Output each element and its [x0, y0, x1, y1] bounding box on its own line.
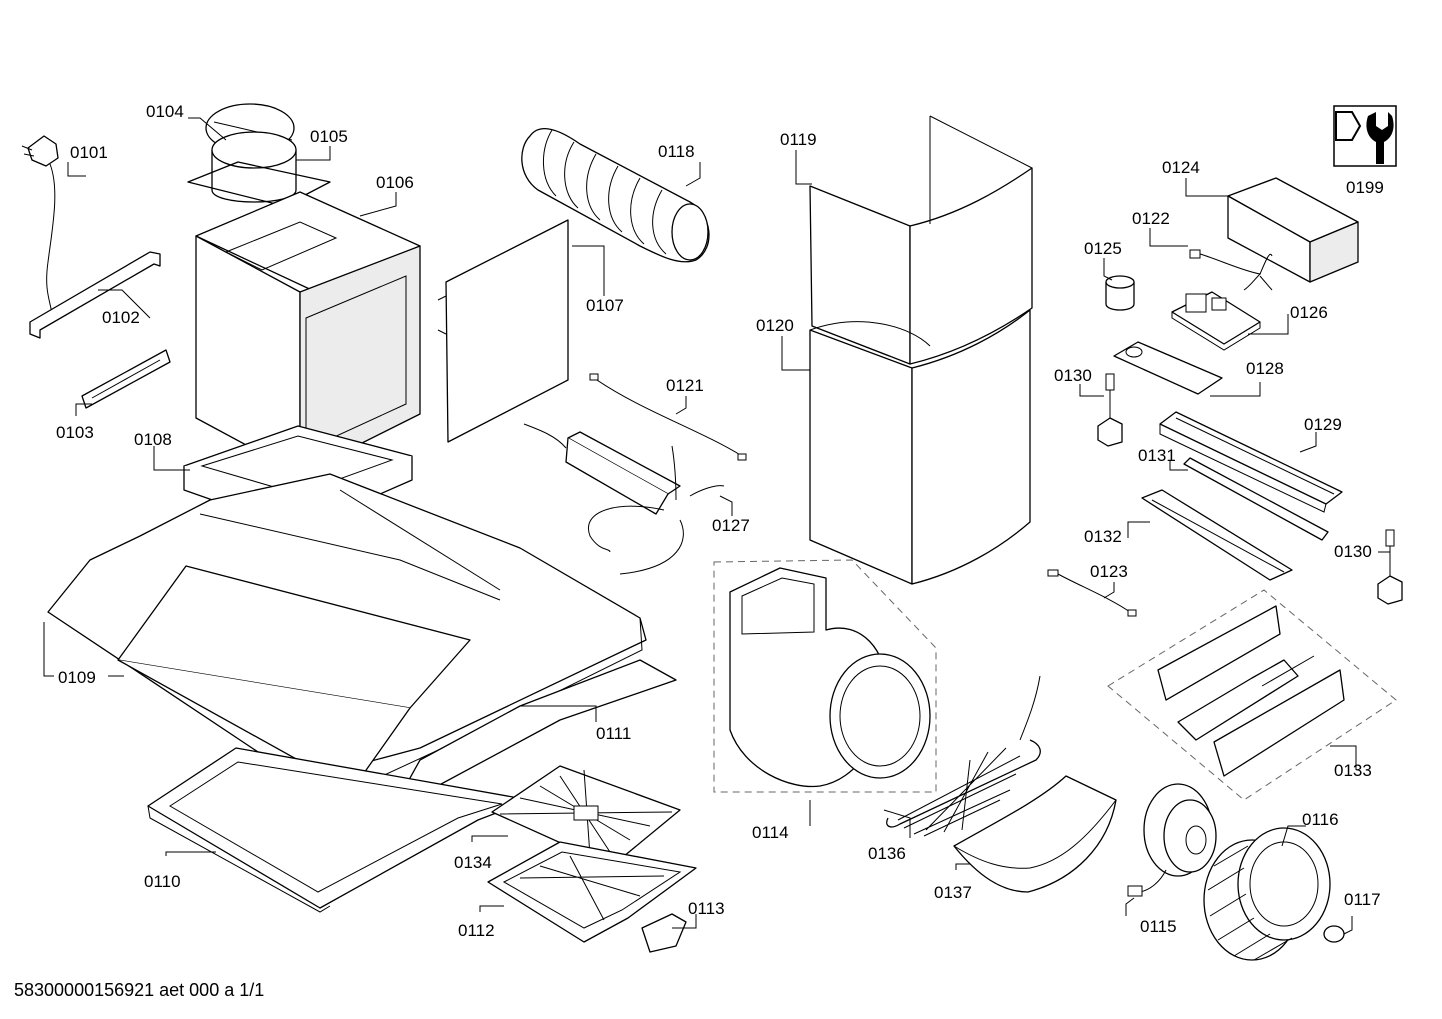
power-cord-drawing [21, 135, 59, 315]
document-id: 58300000156921 aet 000 a 1/1 [14, 980, 265, 1000]
tube-drawing [1183, 457, 1329, 541]
label-0199: 0199 [1346, 178, 1384, 197]
part-labels: 0101 0102 0103 0104 0105 0106 0107 0108 … [56, 102, 1384, 940]
transformer-drawing [523, 423, 725, 575]
lamp-holder-b-drawing [1377, 529, 1403, 605]
label-0122: 0122 [1132, 209, 1170, 228]
curved-shield-drawing [953, 775, 1117, 893]
fan-cap-drawing [1323, 925, 1345, 943]
label-0112: 0112 [458, 921, 495, 940]
label-0113: 0113 [688, 899, 725, 918]
capacitor-drawing [1105, 275, 1135, 311]
label-0105: 0105 [310, 127, 348, 146]
strip-drawing [81, 349, 171, 409]
label-0118: 0118 [658, 142, 695, 161]
lower-chimney-drawing [809, 309, 1031, 585]
cover-drawing [1141, 489, 1293, 581]
label-0111: 0111 [596, 724, 631, 743]
label-0102: 0102 [102, 308, 140, 327]
lamp-holder-a-drawing [1097, 373, 1123, 447]
label-0104: 0104 [146, 102, 184, 121]
cable-0123-drawing [1047, 569, 1137, 617]
label-0115: 0115 [1140, 917, 1177, 936]
label-0108: 0108 [134, 430, 172, 449]
label-0125: 0125 [1084, 239, 1122, 258]
plate-drawing [1113, 341, 1223, 395]
label-0133: 0133 [1334, 761, 1372, 780]
filter-clip-drawing [641, 913, 687, 953]
cable-0121-drawing [589, 373, 747, 461]
label-0132: 0132 [1084, 527, 1122, 546]
fan-housing-drawing [713, 559, 937, 793]
upper-chimney-drawing [809, 115, 1033, 365]
lamp-housing-drawing [1159, 411, 1343, 513]
label-0130-upper: 0130 [1054, 366, 1092, 385]
filter-frame-drawing [147, 747, 531, 913]
label-0136: 0136 [868, 844, 906, 863]
label-0117: 0117 [1344, 890, 1381, 909]
label-0121: 0121 [666, 376, 704, 395]
wire-0122-drawing [1189, 249, 1273, 291]
flex-duct-drawing [521, 128, 710, 263]
coil-drawing [886, 675, 1041, 837]
electronics-box-drawing [1227, 177, 1359, 283]
label-0116: 0116 [1302, 810, 1339, 829]
mounting-bracket-drawing [29, 251, 161, 339]
motor-housing-drawing [195, 191, 421, 475]
back-panel-drawing [437, 219, 569, 443]
label-0127: 0127 [712, 516, 750, 535]
fan-wheel-drawing [1203, 827, 1331, 961]
label-0126: 0126 [1290, 303, 1328, 322]
label-0123: 0123 [1090, 562, 1128, 581]
label-0137: 0137 [934, 883, 972, 902]
leader-lines [43, 117, 1390, 935]
label-0120: 0120 [756, 316, 794, 335]
label-0106: 0106 [376, 173, 414, 192]
control-module-drawing [1107, 589, 1397, 801]
label-0130-lower: 0130 [1334, 542, 1372, 561]
label-0129: 0129 [1304, 415, 1342, 434]
label-0114: 0114 [752, 823, 789, 842]
motor-drawing [1127, 783, 1217, 897]
label-0124: 0124 [1162, 158, 1200, 177]
label-0101: 0101 [70, 143, 108, 162]
label-0109: 0109 [58, 668, 96, 687]
label-0119: 0119 [780, 130, 817, 149]
label-0131: 0131 [1138, 446, 1176, 465]
canopy-hood-drawing [47, 473, 677, 833]
outlet-ring-drawing [187, 103, 331, 207]
label-0107: 0107 [586, 296, 624, 315]
label-0110: 0110 [144, 872, 181, 891]
label-0128: 0128 [1246, 359, 1284, 378]
wrench-icon [1333, 105, 1397, 167]
carbon-filter-drawing [487, 841, 697, 943]
label-0103: 0103 [56, 423, 94, 442]
circuit-board-drawing [1171, 291, 1261, 351]
label-0134: 0134 [454, 853, 492, 872]
